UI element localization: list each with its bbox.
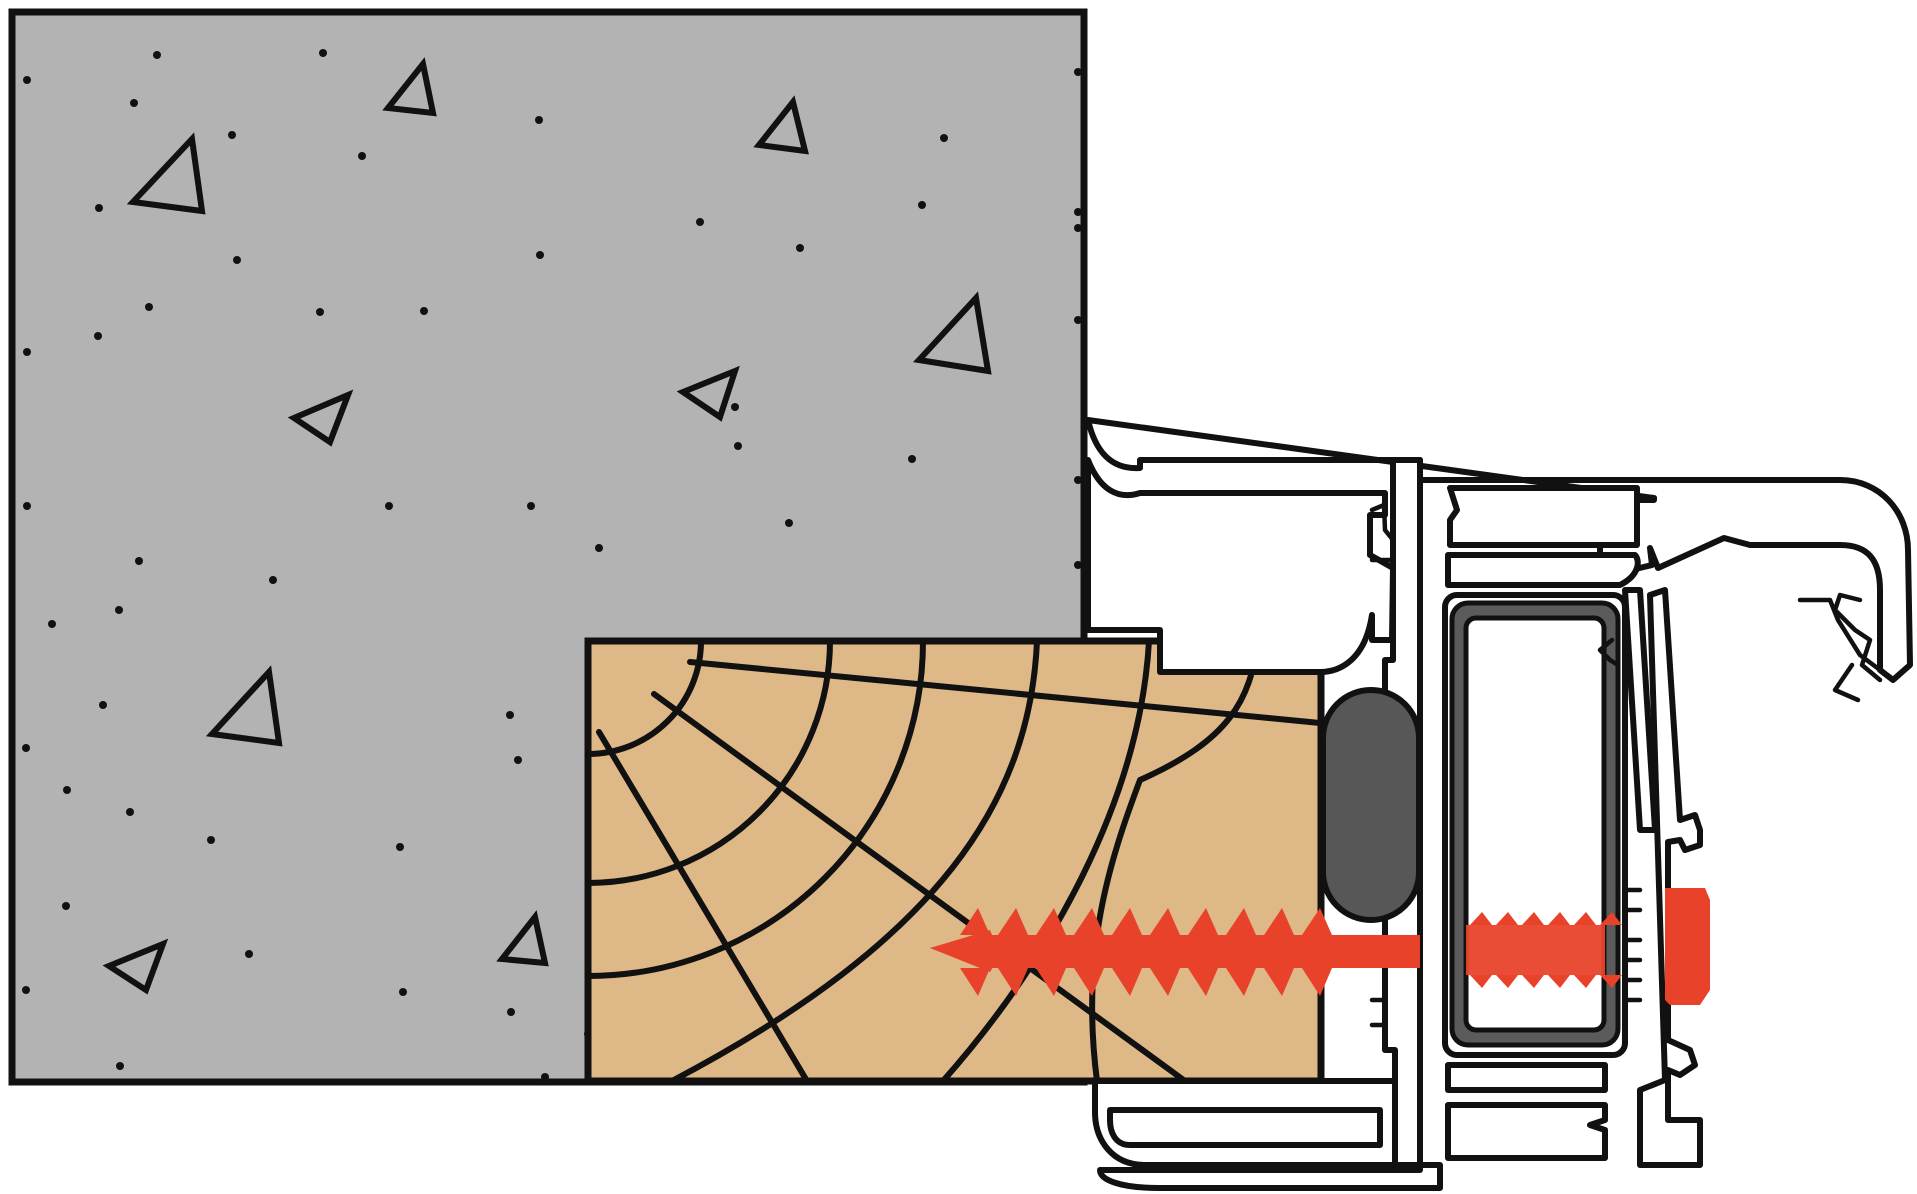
frame-bottom-inner (1107, 1107, 1383, 1148)
concrete-dot (130, 99, 138, 107)
screw-thread (1074, 908, 1104, 996)
concrete-dot (908, 455, 916, 463)
concrete-dot (731, 403, 739, 411)
sash-bottom-chamber-1 (1445, 1062, 1608, 1093)
concrete-dot (696, 218, 704, 226)
concrete-dot (23, 348, 31, 356)
concrete-dot (734, 442, 742, 450)
concrete-dot (95, 204, 103, 212)
concrete-dot (269, 576, 277, 584)
frame-gasket-hook (1797, 597, 1883, 703)
concrete-dot (1074, 208, 1082, 216)
screw-threads (930, 908, 1622, 996)
concrete-dot (233, 256, 241, 264)
concrete-dot (245, 950, 253, 958)
concrete-aggregate (102, 57, 992, 995)
concrete-dot (22, 744, 30, 752)
concrete-dot (785, 519, 793, 527)
screw-thread (1226, 908, 1256, 996)
profile-detail-left (1369, 502, 1396, 563)
frame-bottom-flange (1097, 1162, 1443, 1191)
concrete-dot (918, 201, 926, 209)
sash-bottom-chamber-2 (1445, 1102, 1608, 1161)
concrete-dot (541, 1073, 549, 1081)
screw-thread (1112, 908, 1142, 996)
screw-thread (998, 908, 1028, 996)
sealing-cord (1320, 687, 1422, 923)
concrete-dot (535, 116, 543, 124)
concrete-dot (506, 711, 514, 719)
screw-thread (1150, 908, 1180, 996)
fixing-screw (930, 888, 1710, 1005)
concrete-dot (536, 251, 544, 259)
concrete-dot (1074, 476, 1082, 484)
concrete-dot (135, 557, 143, 565)
screw-shank (930, 935, 1420, 968)
concrete-dot (115, 606, 123, 614)
sash-right-outer-wall (1637, 587, 1703, 1168)
frame-top-flange (1085, 417, 1913, 683)
concrete-dot (796, 244, 804, 252)
screw-tip (930, 930, 1000, 972)
concrete-dot (23, 502, 31, 510)
concrete-dot (94, 332, 102, 340)
concrete-dot (48, 620, 56, 628)
screw-thread (1264, 908, 1294, 996)
timber-spacer (584, 637, 1325, 1085)
concrete-dot (116, 1062, 124, 1070)
concrete-dot (1074, 224, 1082, 232)
concrete-dot (63, 786, 71, 794)
concrete-dot (358, 152, 366, 160)
screw-thread (1036, 908, 1066, 996)
sash-gasket-small (1597, 637, 1621, 668)
sash-top-chamber (1447, 485, 1640, 548)
screw-in-frame (1466, 925, 1605, 975)
concrete-dot (514, 756, 522, 764)
concrete-dot (385, 502, 393, 510)
concrete-dot (23, 76, 31, 84)
concrete-dot (153, 51, 161, 59)
concrete-dot (316, 308, 324, 316)
concrete-dot (228, 131, 236, 139)
concrete-dots (22, 49, 1082, 1081)
concrete-wall (8, 8, 1088, 1086)
frame-gasket-clip (1832, 592, 1883, 683)
concrete-dot (1074, 68, 1082, 76)
sash-top-bar (1445, 552, 1641, 588)
concrete-dot (22, 986, 30, 994)
concrete-dot (319, 49, 327, 57)
screw-thread (960, 908, 990, 996)
frame-outer-wall (1085, 457, 1396, 675)
concrete-dot (145, 303, 153, 311)
concrete-dot (507, 1008, 515, 1016)
concrete-dot (126, 808, 134, 816)
screw-head (1665, 888, 1710, 1005)
concrete-dot (420, 307, 428, 315)
concrete-dot (396, 843, 404, 851)
concrete-dot (62, 902, 70, 910)
concrete-dot (99, 701, 107, 709)
concrete-dot (1074, 316, 1082, 324)
concrete-dot (1074, 561, 1082, 569)
screw-thread (1188, 908, 1218, 996)
concrete-dot (527, 502, 535, 510)
profile-detail-bottom (1369, 887, 1643, 1028)
concrete-dot (595, 544, 603, 552)
concrete-dot (399, 988, 407, 996)
screw-thread (1302, 908, 1332, 996)
concrete-dot (207, 836, 215, 844)
concrete-dot (940, 134, 948, 142)
